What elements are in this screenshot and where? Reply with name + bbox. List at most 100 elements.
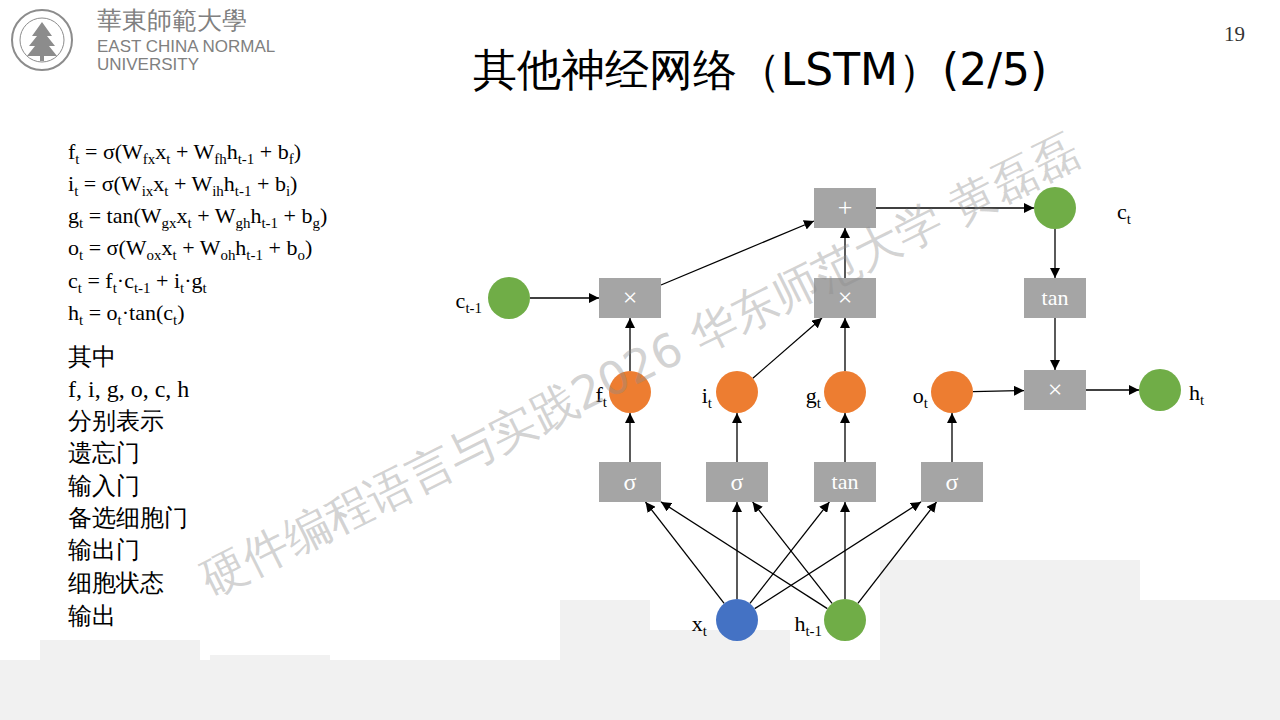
subscript: gx bbox=[162, 215, 177, 231]
building bbox=[210, 655, 330, 720]
subscript: t bbox=[1200, 392, 1204, 408]
subscript: fh bbox=[214, 151, 226, 167]
subscript: t bbox=[79, 247, 83, 263]
subscript: t bbox=[817, 395, 821, 411]
subscript: t bbox=[118, 312, 122, 328]
state-label: ft bbox=[596, 382, 607, 408]
subscript: t-1 bbox=[134, 280, 151, 296]
subscript: t bbox=[1127, 211, 1131, 227]
arrow-connector bbox=[844, 502, 845, 599]
university-name: UNIVERSITY bbox=[97, 56, 199, 73]
note-text: 细胞状态 bbox=[68, 571, 164, 595]
subscript: t-1 bbox=[805, 623, 822, 639]
formula: ct = ft·ct-1 + it·gt bbox=[68, 270, 207, 292]
operation-box: × bbox=[1024, 370, 1086, 410]
note-text: f, i, g, o, c, h bbox=[68, 377, 189, 401]
arrow-connector bbox=[858, 502, 937, 603]
note-text: 输出 bbox=[68, 604, 116, 628]
university-name: EAST CHINA NORMAL bbox=[97, 38, 275, 55]
subscript: fx bbox=[143, 151, 155, 167]
operation-box: tan bbox=[1024, 278, 1086, 318]
arrow-connector bbox=[629, 318, 630, 371]
building bbox=[40, 640, 200, 720]
operator-symbol: σ bbox=[731, 470, 744, 494]
note-text: 其中 bbox=[68, 345, 116, 369]
formula: it = σ(Wixxt + Wihht-1 + bi) bbox=[68, 173, 297, 195]
subscript: t bbox=[78, 280, 82, 296]
operator-symbol: × bbox=[838, 285, 853, 311]
state-label: ot bbox=[913, 383, 928, 409]
subscript: t bbox=[203, 280, 207, 296]
subscript: t bbox=[187, 215, 191, 231]
subscript: t bbox=[79, 312, 83, 328]
state-label: ct bbox=[1117, 199, 1131, 225]
subscript: g bbox=[312, 215, 319, 231]
subscript: t bbox=[708, 395, 712, 411]
arrow-connector bbox=[755, 502, 921, 609]
subscript: t bbox=[74, 183, 78, 199]
arrow-connector bbox=[629, 413, 630, 462]
building bbox=[650, 630, 790, 720]
arrow-connector bbox=[661, 221, 814, 285]
state-label: ct-1 bbox=[456, 288, 482, 314]
subscript: t bbox=[173, 312, 177, 328]
operator-symbol: σ bbox=[624, 470, 637, 494]
state-label: gt bbox=[806, 383, 821, 409]
state-label: xt bbox=[692, 611, 707, 637]
seal-ring bbox=[12, 10, 72, 70]
slide-title: 其他神经网络（LSTM）(2/5) bbox=[473, 42, 1047, 98]
building bbox=[560, 600, 650, 720]
operation-box: σ bbox=[706, 462, 768, 502]
arrow-connector bbox=[844, 413, 845, 462]
subscript: t-1 bbox=[261, 215, 278, 231]
seal-ring bbox=[20, 18, 64, 62]
operator-symbol: × bbox=[623, 285, 638, 311]
state-circle: gt bbox=[824, 371, 866, 413]
subscript: t bbox=[75, 151, 79, 167]
state-circle: ct-1 bbox=[488, 277, 530, 319]
subscript: ox bbox=[147, 247, 162, 263]
operation-box: + bbox=[814, 188, 876, 228]
state-label: ht-1 bbox=[794, 611, 822, 637]
subscript: t-1 bbox=[235, 183, 252, 199]
arrow-connector bbox=[753, 502, 832, 603]
arrow-connector bbox=[1054, 229, 1055, 278]
subscript: o bbox=[297, 247, 304, 263]
arrow-connector bbox=[1054, 318, 1055, 370]
arrow-connector bbox=[844, 318, 845, 371]
note-text: 分别表示 bbox=[68, 409, 164, 433]
subscript: t bbox=[603, 394, 607, 410]
arrow-connector bbox=[750, 502, 829, 603]
operation-box: σ bbox=[921, 462, 983, 502]
arrow-connector bbox=[661, 502, 827, 609]
building bbox=[1140, 600, 1280, 720]
university-name: 華東師範大學 bbox=[97, 8, 247, 33]
operator-symbol: σ bbox=[946, 470, 959, 494]
state-circle: ot bbox=[931, 371, 973, 413]
arrow-connector bbox=[876, 207, 1034, 208]
note-text: 输出门 bbox=[68, 538, 140, 562]
state-circle: xt bbox=[716, 599, 758, 641]
arrow-connector bbox=[844, 228, 845, 278]
state-label: it bbox=[702, 383, 712, 409]
subscript: t bbox=[166, 151, 170, 167]
state-label: ht bbox=[1189, 380, 1204, 406]
operator-symbol: × bbox=[1048, 377, 1063, 403]
state-circle: ct bbox=[1034, 187, 1076, 229]
state-circle: it bbox=[716, 371, 758, 413]
formula: ht = ot·tan(ct) bbox=[68, 302, 185, 324]
subscript: t-1 bbox=[246, 247, 263, 263]
arrow-connector bbox=[736, 413, 737, 462]
building bbox=[880, 560, 1140, 720]
subscript: f bbox=[289, 151, 294, 167]
page-number: 19 bbox=[1224, 24, 1245, 45]
state-circle: ht bbox=[1139, 369, 1181, 411]
arrow-connector bbox=[973, 390, 1024, 392]
university-seal bbox=[12, 10, 72, 70]
subscript: t-1 bbox=[238, 151, 255, 167]
note-text: 备选细胞门 bbox=[68, 506, 188, 530]
operation-box: tan bbox=[814, 462, 876, 502]
subscript: oh bbox=[220, 247, 235, 263]
